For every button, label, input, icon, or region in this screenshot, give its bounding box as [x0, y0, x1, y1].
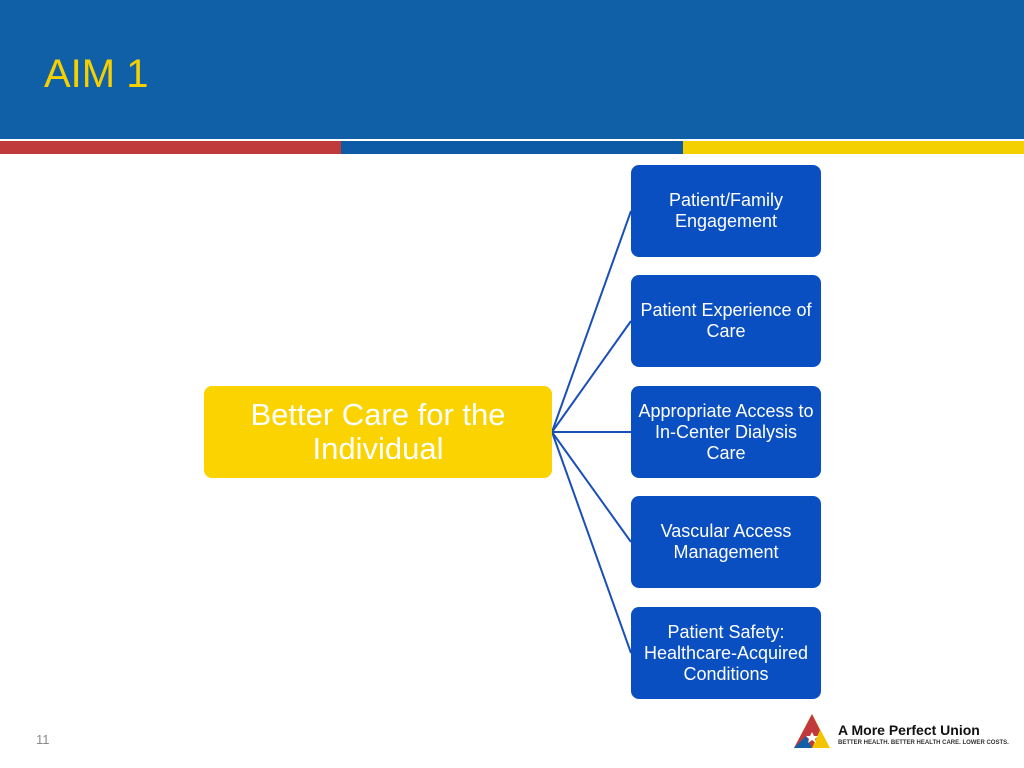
logo-icon	[794, 714, 830, 748]
connector-5	[551, 431, 632, 654]
logo-tagline: BETTER HEALTH. BETTER HEALTH CARE. LOWER…	[838, 740, 1009, 746]
logo-name: A More Perfect Union	[838, 722, 980, 738]
slide-title: AIM 1	[44, 52, 149, 96]
child-node-4: Vascular Access Management	[631, 496, 821, 588]
accent-stripe-red	[0, 141, 341, 154]
child-node-label: Vascular Access Management	[660, 521, 792, 562]
connector-4	[551, 431, 632, 543]
root-node: Better Care for the Individual	[204, 386, 552, 478]
header-divider	[0, 139, 1024, 141]
child-node-2: Patient Experience of Care	[631, 275, 821, 367]
child-node-label: Patient Safety: Healthcare-Acquired Cond…	[643, 621, 809, 684]
child-node-1: Patient/Family Engagement	[631, 165, 821, 257]
accent-stripe-blue	[341, 141, 683, 154]
root-node-label: Better Care for the Individual	[250, 397, 506, 466]
child-node-label: Patient Experience of Care	[640, 300, 812, 341]
child-node-3: Appropriate Access to In-Center Dialysis…	[631, 386, 821, 478]
page-number: 11	[36, 732, 50, 747]
accent-stripe-yellow	[683, 141, 1024, 154]
connector-2	[551, 320, 632, 433]
child-node-5: Patient Safety: Healthcare-Acquired Cond…	[631, 607, 821, 699]
child-node-label: Patient/Family Engagement	[668, 190, 784, 231]
header-bar	[0, 0, 1024, 139]
child-node-label: Appropriate Access to In-Center Dialysis…	[638, 400, 814, 463]
connector-1	[551, 210, 632, 433]
